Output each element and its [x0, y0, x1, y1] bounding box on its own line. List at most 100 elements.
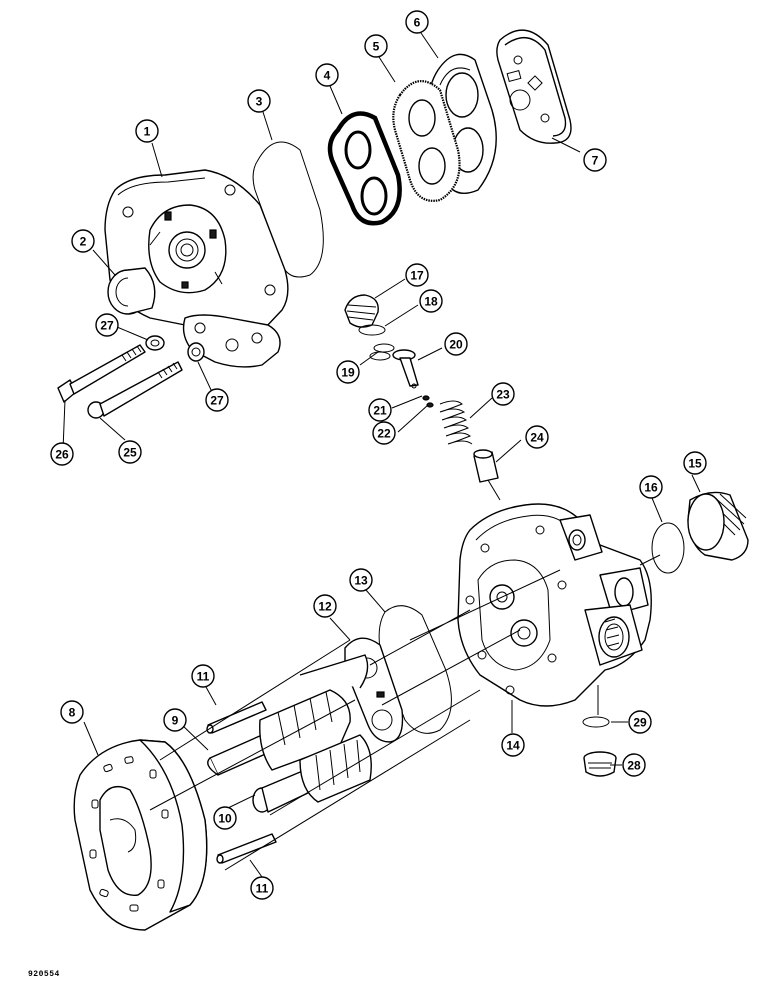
callout-number: 7 — [592, 154, 599, 168]
callout-number: 28 — [627, 759, 641, 773]
callout-circle — [372, 421, 396, 445]
callout-number: 25 — [123, 446, 137, 460]
callout-number: 3 — [256, 95, 263, 109]
callout-18: 18 — [419, 289, 443, 313]
callout-number: 4 — [324, 69, 331, 83]
callout-9: 9 — [163, 708, 187, 732]
callout-12: 12 — [313, 594, 337, 618]
callout-circle — [336, 360, 360, 384]
drawing-id: 920554 — [28, 970, 60, 979]
callout-number: 9 — [172, 714, 179, 728]
dowel-pin-lower — [216, 833, 277, 864]
callout-circle — [419, 289, 443, 313]
relief-valve-poppet — [392, 349, 419, 389]
callout-28: 28 — [622, 753, 646, 777]
callout-4: 4 — [315, 63, 339, 87]
callout-number: 2 — [80, 235, 87, 249]
callout-circle — [95, 313, 119, 337]
bolt-socket — [87, 361, 183, 419]
callout-20: 20 — [444, 332, 468, 356]
callout-circle — [313, 594, 337, 618]
o-ring-drain — [582, 716, 610, 728]
callout-number: 13 — [354, 574, 368, 588]
callout-number: 24 — [530, 431, 544, 445]
o-ring-large — [252, 141, 324, 278]
plug-large — [687, 491, 749, 561]
relief-valve-spring — [439, 400, 473, 445]
alignment-lines — [149, 479, 661, 871]
callout-11: 11 — [250, 876, 274, 900]
callout-17: 17 — [405, 263, 429, 287]
callout-number: 19 — [341, 366, 355, 380]
callout-19: 19 — [336, 360, 360, 384]
callout-circle — [525, 425, 549, 449]
callout-circle — [50, 442, 74, 466]
washer-lower — [187, 342, 205, 362]
callout-circle — [501, 733, 525, 757]
callout-number: 5 — [373, 40, 380, 54]
callout-14: 14 — [501, 733, 525, 757]
callout-26: 26 — [50, 442, 74, 466]
callout-25: 25 — [118, 440, 142, 464]
callout-number: 15 — [688, 457, 702, 471]
callout-23: 23 — [491, 382, 515, 406]
callout-number: 16 — [644, 481, 658, 495]
callout-circle — [191, 664, 215, 688]
callout-circle — [583, 148, 607, 172]
wear-plate — [344, 637, 404, 743]
callout-circle — [315, 63, 339, 87]
callout-circle — [444, 332, 468, 356]
callout-6: 6 — [405, 10, 429, 34]
gasket — [392, 80, 461, 202]
callout-number: 1 — [144, 125, 151, 139]
relief-valve-shims — [369, 343, 395, 361]
seal-ring — [327, 111, 402, 226]
callout-number: 17 — [410, 269, 424, 283]
callout-10: 10 — [213, 806, 237, 830]
callout-number: 29 — [633, 716, 647, 730]
callout-number: 22 — [377, 427, 391, 441]
callout-circle — [118, 440, 142, 464]
callout-circle — [60, 700, 84, 724]
callout-number: 14 — [506, 739, 520, 753]
callout-circle — [71, 229, 95, 253]
bolt-long — [57, 344, 146, 403]
callout-number: 23 — [496, 388, 510, 402]
callout-circle — [163, 708, 187, 732]
callout-15: 15 — [683, 451, 707, 475]
callout-circle — [250, 876, 274, 900]
callout-3: 3 — [247, 89, 271, 113]
callout-number: 26 — [55, 448, 69, 462]
callout-29: 29 — [628, 710, 652, 734]
drive-gear — [207, 654, 369, 776]
front-housing — [104, 169, 289, 368]
callout-number: 18 — [424, 295, 438, 309]
leader-lines — [62, 32, 701, 878]
callout-1: 1 — [135, 119, 159, 143]
relief-valve-cap — [344, 294, 379, 328]
callout-number: 27 — [210, 394, 224, 408]
callout-circle — [368, 398, 392, 422]
gear-housing — [73, 739, 208, 931]
callout-11: 11 — [191, 664, 215, 688]
callout-circle — [491, 382, 515, 406]
callout-24: 24 — [525, 425, 549, 449]
callout-27: 27 — [95, 313, 119, 337]
dowel-sleeve — [473, 449, 499, 483]
drain-plug — [583, 751, 617, 777]
callout-2: 2 — [71, 229, 95, 253]
callout-circle — [639, 475, 663, 499]
callout-circle — [349, 568, 373, 592]
callout-27: 27 — [205, 388, 229, 412]
callout-21: 21 — [368, 398, 392, 422]
callout-circle — [683, 451, 707, 475]
callout-circle — [405, 10, 429, 34]
callout-number: 6 — [414, 16, 421, 30]
callout-circle — [405, 263, 429, 287]
callout-8: 8 — [60, 700, 84, 724]
callout-circle — [135, 119, 159, 143]
callout-number: 21 — [373, 404, 387, 418]
callouts: 1234567891011111213141516171819202122232… — [50, 10, 707, 900]
callout-number: 20 — [449, 338, 463, 352]
